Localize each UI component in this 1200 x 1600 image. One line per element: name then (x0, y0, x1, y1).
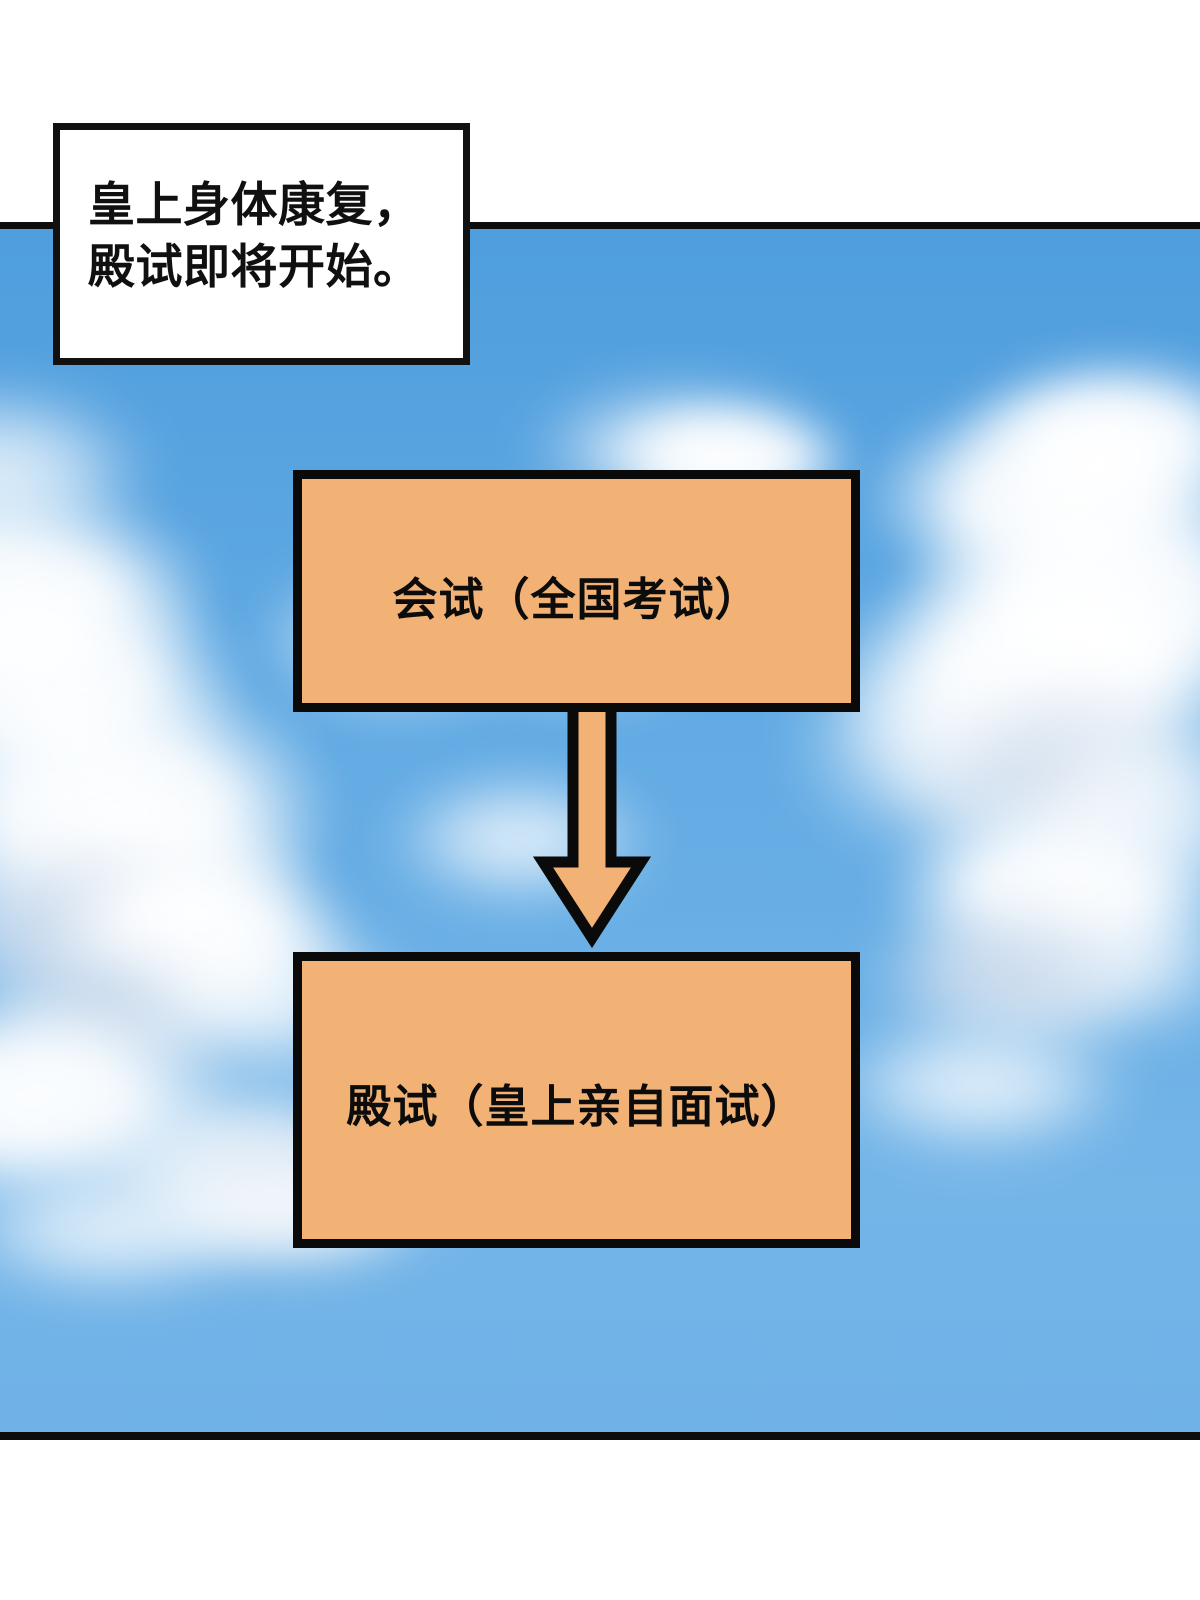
flow-node-dianshi[interactable]: 殿试（皇上亲自面试） (293, 952, 860, 1248)
dialogue-caption-box: 皇上身体康复， 殿试即将开始。 (53, 123, 470, 365)
flow-node-huishi[interactable]: 会试（全国考试） (293, 470, 860, 712)
cloud-shape (0, 1159, 280, 1299)
flow-node-label: 殿试（皇上亲自面试） (346, 1080, 807, 1132)
dialogue-text: 皇上身体康复， 殿试即将开始。 (88, 178, 421, 294)
cloud-shape (820, 1009, 1140, 1159)
page-bottom-margin (0, 1440, 1200, 1600)
flow-node-label: 会试（全国考试） (392, 573, 761, 625)
flow-connector-arrow (522, 690, 662, 962)
cloud-shape (950, 349, 1200, 529)
